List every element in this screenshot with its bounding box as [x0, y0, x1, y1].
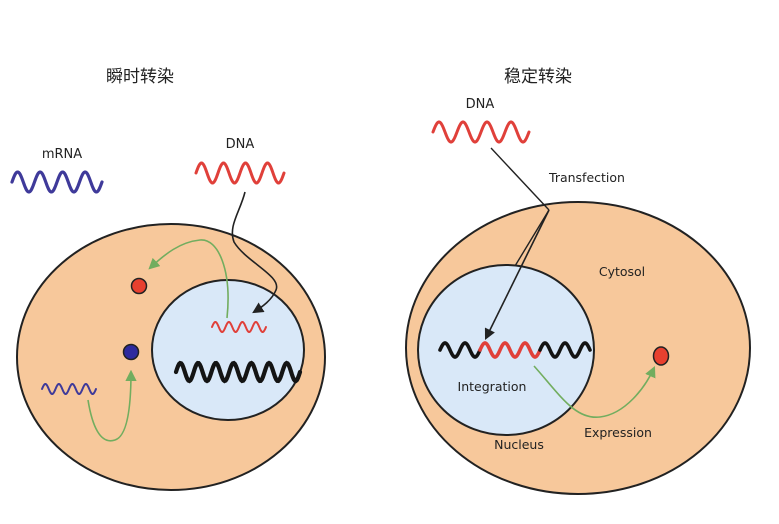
chromosome-right-wave-icon — [538, 341, 592, 359]
cytosol-label: Cytosol — [599, 264, 645, 279]
transfection-line — [490, 147, 550, 211]
integration-label: Integration — [458, 379, 527, 394]
mrna-label: mRNA — [42, 147, 82, 162]
transient-nucleus — [151, 279, 305, 421]
dna-expression-arrow — [148, 239, 229, 319]
chromosome-wave-icon — [173, 360, 303, 384]
episomal-dna-wave-icon — [211, 321, 267, 333]
transient-title: 瞬时转染 — [106, 67, 174, 87]
stable-title: 稳定转染 — [504, 67, 572, 87]
integrated-dna-wave-icon — [478, 341, 542, 359]
chromosome-left-wave-icon — [438, 341, 482, 359]
mrna-wave-icon — [10, 170, 104, 194]
transfection-line-to-nucleus — [514, 209, 550, 267]
stable-panel: 稳定转染 DNA Transfection Cytosol Integratio… — [405, 67, 751, 495]
expression-arrow — [533, 365, 656, 418]
cytosolic-mrna-wave-icon — [41, 383, 97, 395]
transient-panel: 瞬时转染 mRNA DNA — [10, 67, 326, 491]
mrna-translation-arrow — [87, 369, 137, 442]
protein-dot-icon — [652, 346, 670, 366]
dna-label: DNA — [226, 137, 255, 152]
protein-dot-icon — [122, 343, 140, 361]
nucleus-label: Nucleus — [494, 437, 544, 452]
stable-dna-label: DNA — [466, 97, 495, 112]
dna-wave-icon — [194, 161, 286, 185]
protein-dot-icon — [130, 277, 148, 295]
dna-entry-arrow — [231, 191, 278, 314]
expression-label: Expression — [584, 425, 652, 440]
integration-arrow — [484, 209, 550, 341]
transfection-label: Transfection — [548, 170, 625, 185]
stable-nucleus — [417, 264, 595, 436]
dna-wave-icon — [431, 120, 531, 144]
